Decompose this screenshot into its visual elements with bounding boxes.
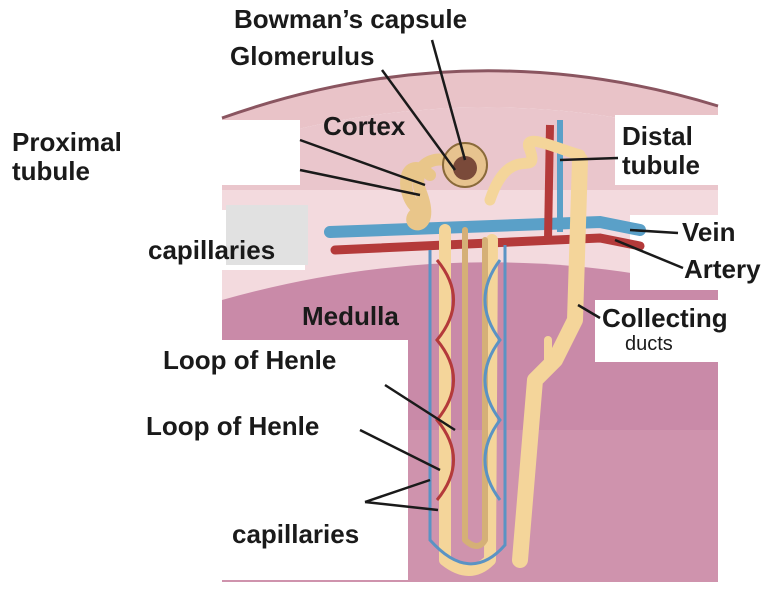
label-artery: Artery — [684, 255, 761, 284]
label-proximal-tubule: Proximal tubule — [12, 128, 122, 185]
label-collecting-line1: Collecting — [602, 304, 728, 333]
label-proximal-line1: Proximal — [12, 128, 122, 157]
label-glomerulus: Glomerulus — [230, 42, 374, 71]
label-vein: Vein — [682, 218, 735, 247]
label-cortex: Cortex — [323, 112, 405, 141]
label-capillaries-top: capillaries — [148, 236, 275, 265]
glomerulus-capsule — [443, 143, 487, 187]
label-medulla: Medulla — [302, 302, 399, 331]
label-capillaries-bottom: capillaries — [232, 520, 359, 549]
label-collecting-ducts: Collecting — [602, 304, 728, 333]
label-distal-line1: Distal — [622, 122, 700, 151]
label-loop-of-henle-1: Loop of Henle — [163, 346, 336, 375]
label-loop-of-henle-2: Loop of Henle — [146, 412, 319, 441]
label-ducts: ducts — [625, 333, 673, 355]
label-distal-tubule: Distal tubule — [622, 122, 700, 179]
label-bowmans-capsule: Bowman’s capsule — [234, 5, 467, 34]
label-proximal-line2: tubule — [12, 157, 122, 186]
label-distal-line2: tubule — [622, 151, 700, 180]
